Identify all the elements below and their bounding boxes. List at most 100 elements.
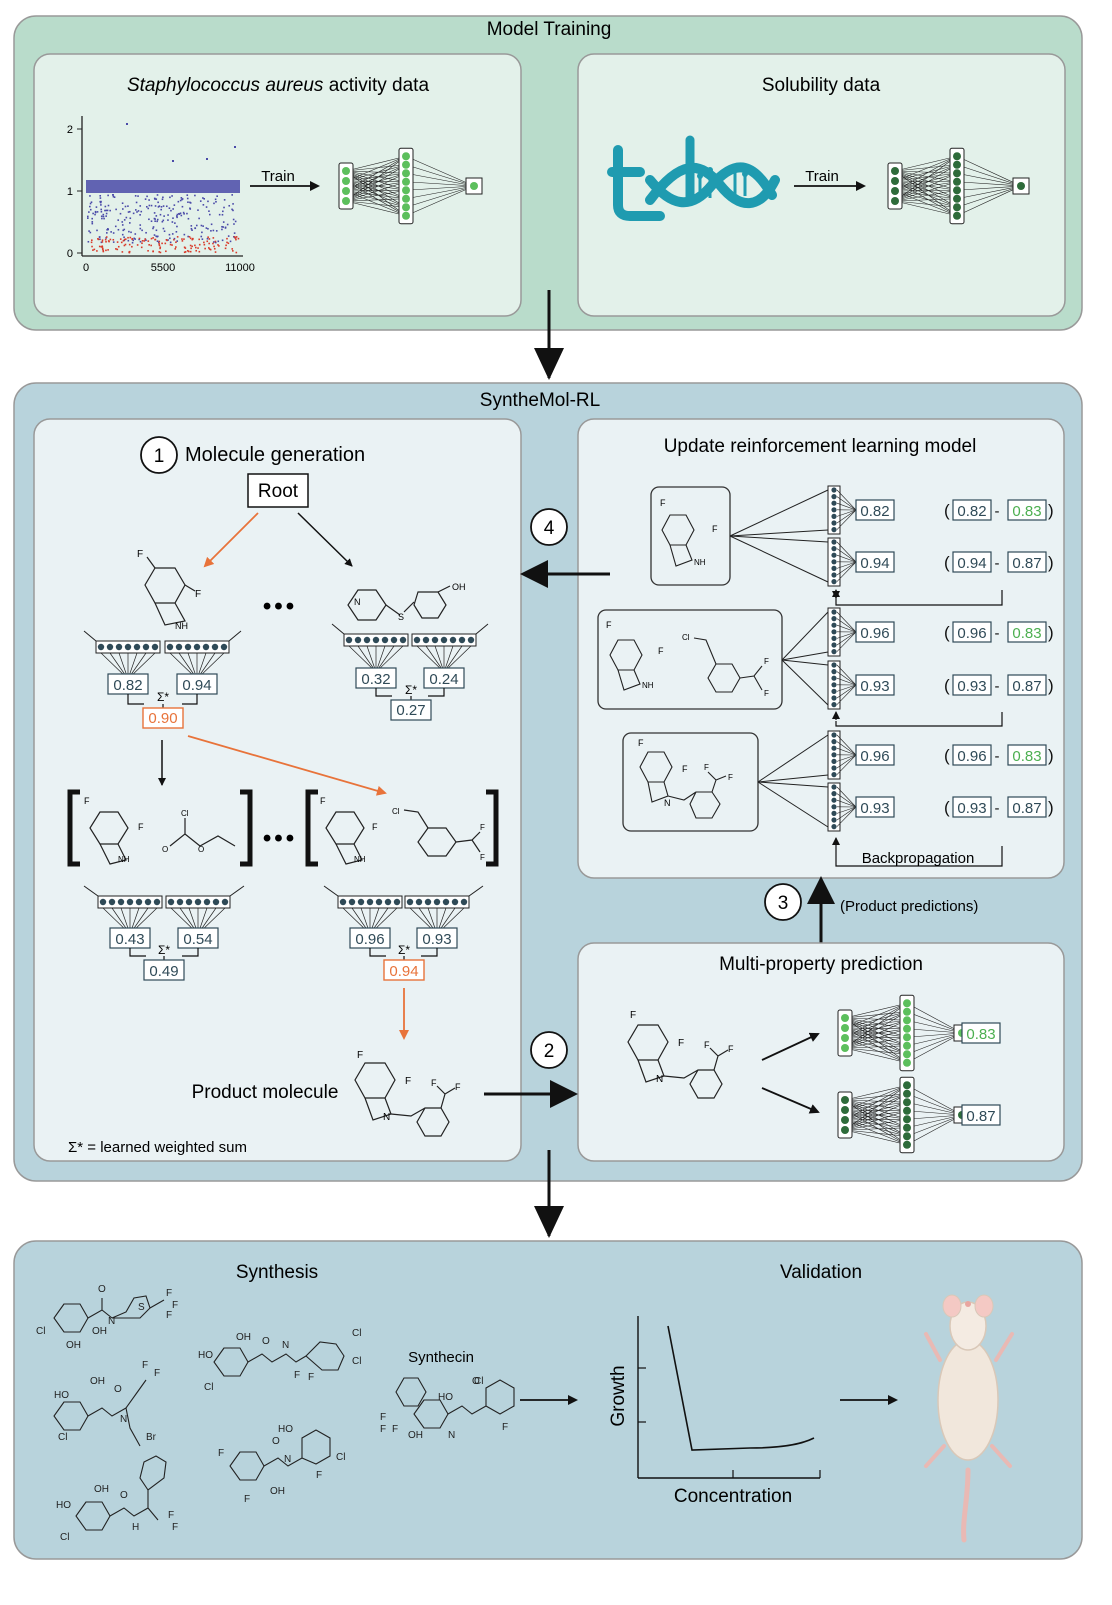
scatter-point-active: [102, 214, 104, 216]
scatter-point-active: [100, 209, 102, 211]
scatter-point-active: [160, 209, 162, 211]
scatter-point-inactive: [175, 241, 177, 243]
nn-node: [953, 186, 961, 194]
scatter-point-active: [118, 229, 120, 231]
scatter-point-active: [112, 194, 114, 196]
svg-text:N: N: [664, 798, 671, 808]
scatter-point-active: [96, 230, 98, 232]
embedding-node: [376, 899, 382, 905]
scatter-point-active: [186, 213, 188, 215]
svg-text:Cl: Cl: [204, 1382, 213, 1393]
scatter-point-active: [128, 231, 130, 233]
output-0-83: 0.83: [966, 1026, 995, 1043]
embedding-node: [364, 637, 370, 643]
nn-node: [342, 187, 350, 195]
scatter-point-inactive: [137, 244, 139, 246]
svg-text:O: O: [272, 1436, 280, 1447]
scatter-point-active: [101, 218, 103, 220]
scatter-point-active: [88, 241, 90, 243]
scatter-point-active: [153, 226, 155, 228]
scatter-point-active: [206, 227, 208, 229]
update-node: [831, 746, 836, 751]
scatter-point-inactive: [234, 236, 236, 238]
scatter-point-active: [103, 218, 105, 220]
svg-text:F: F: [154, 1368, 160, 1379]
embedding-node: [194, 644, 200, 650]
scatter-point-active: [154, 234, 156, 236]
embedding-node: [186, 899, 192, 905]
nn-node: [903, 1090, 911, 1098]
scatter-point-active: [181, 215, 183, 217]
svg-text:N: N: [120, 1414, 127, 1425]
score-0-94: 0.94: [182, 677, 211, 694]
svg-text:F: F: [168, 1510, 174, 1521]
loss-pred-value: 0.96: [957, 748, 986, 765]
scatter-point-active: [105, 206, 107, 208]
scatter-point-active: [148, 218, 150, 220]
scatter-point-active: [149, 205, 151, 207]
scatter-point-active: [162, 196, 164, 198]
embedding-node: [100, 899, 106, 905]
scatter-point-active: [180, 200, 182, 202]
scatter-point-inactive: [225, 244, 227, 246]
nn-node: [342, 167, 350, 175]
ellipsis-top: •••: [263, 593, 297, 620]
scatter-point-active: [99, 238, 101, 240]
loss-close-paren: ): [1048, 798, 1054, 817]
update-node: [831, 662, 836, 667]
svg-text:Cl: Cl: [36, 1326, 45, 1337]
scatter-point-active: [122, 234, 124, 236]
scatter-point-active: [160, 214, 162, 216]
scatter-point-inactive: [122, 251, 124, 253]
scatter-point-inactive: [195, 247, 197, 249]
svg-text:Cl: Cl: [181, 809, 189, 818]
scatter-point-active: [233, 223, 235, 225]
scatter-point-inactive: [148, 240, 150, 242]
scatter-point-active: [154, 218, 156, 220]
scatter-point-active: [166, 205, 168, 207]
scatter-point-active: [135, 195, 137, 197]
nn-node: [903, 1081, 911, 1089]
scatter-point-active: [134, 238, 136, 240]
embedding-node: [176, 644, 182, 650]
scatter-point-active: [100, 197, 102, 199]
scatter-point-active: [157, 202, 159, 204]
scatter-point-inactive: [102, 248, 104, 250]
scatter-point-active: [132, 242, 134, 244]
scatter-point-inactive: [190, 238, 192, 240]
embedding-node: [400, 637, 406, 643]
scatter-point-active: [223, 221, 225, 223]
nn-node: [342, 177, 350, 185]
scatter-point-active: [125, 206, 127, 208]
svg-text:F: F: [84, 796, 90, 806]
embedding-node: [204, 899, 210, 905]
scatter-point-inactive: [204, 244, 206, 246]
embedding-node: [382, 637, 388, 643]
scatter-point-active: [122, 202, 124, 204]
scatter-point-inactive: [183, 238, 185, 240]
scatter-point-inactive: [159, 245, 161, 247]
scatter-point-active: [117, 219, 119, 221]
prediction-value: 0.96: [860, 625, 889, 642]
product-molecule-label: Product molecule: [192, 1082, 339, 1103]
scatter-point-active: [201, 232, 203, 234]
synthemol-rl-title: SyntheMol-RL: [480, 390, 600, 411]
svg-text:Cl: Cl: [352, 1328, 361, 1339]
scatter-point-inactive: [185, 251, 187, 253]
scatter-point-inactive: [108, 240, 110, 242]
nn-node: [891, 197, 899, 205]
nn-node: [402, 186, 410, 194]
nn-node: [903, 1115, 911, 1123]
scatter-point-active: [187, 201, 189, 203]
svg-text:HO: HO: [438, 1392, 453, 1403]
update-node: [831, 539, 836, 544]
model-training-title: Model Training: [487, 19, 612, 40]
scatter-point-inactive: [91, 239, 93, 241]
embedding-node: [167, 644, 173, 650]
scatter-point-active: [110, 231, 112, 233]
embedding-node: [358, 899, 364, 905]
scatter-point-inactive: [151, 238, 153, 240]
update-node: [831, 642, 836, 647]
loss-target-value: 0.83: [1012, 625, 1041, 642]
